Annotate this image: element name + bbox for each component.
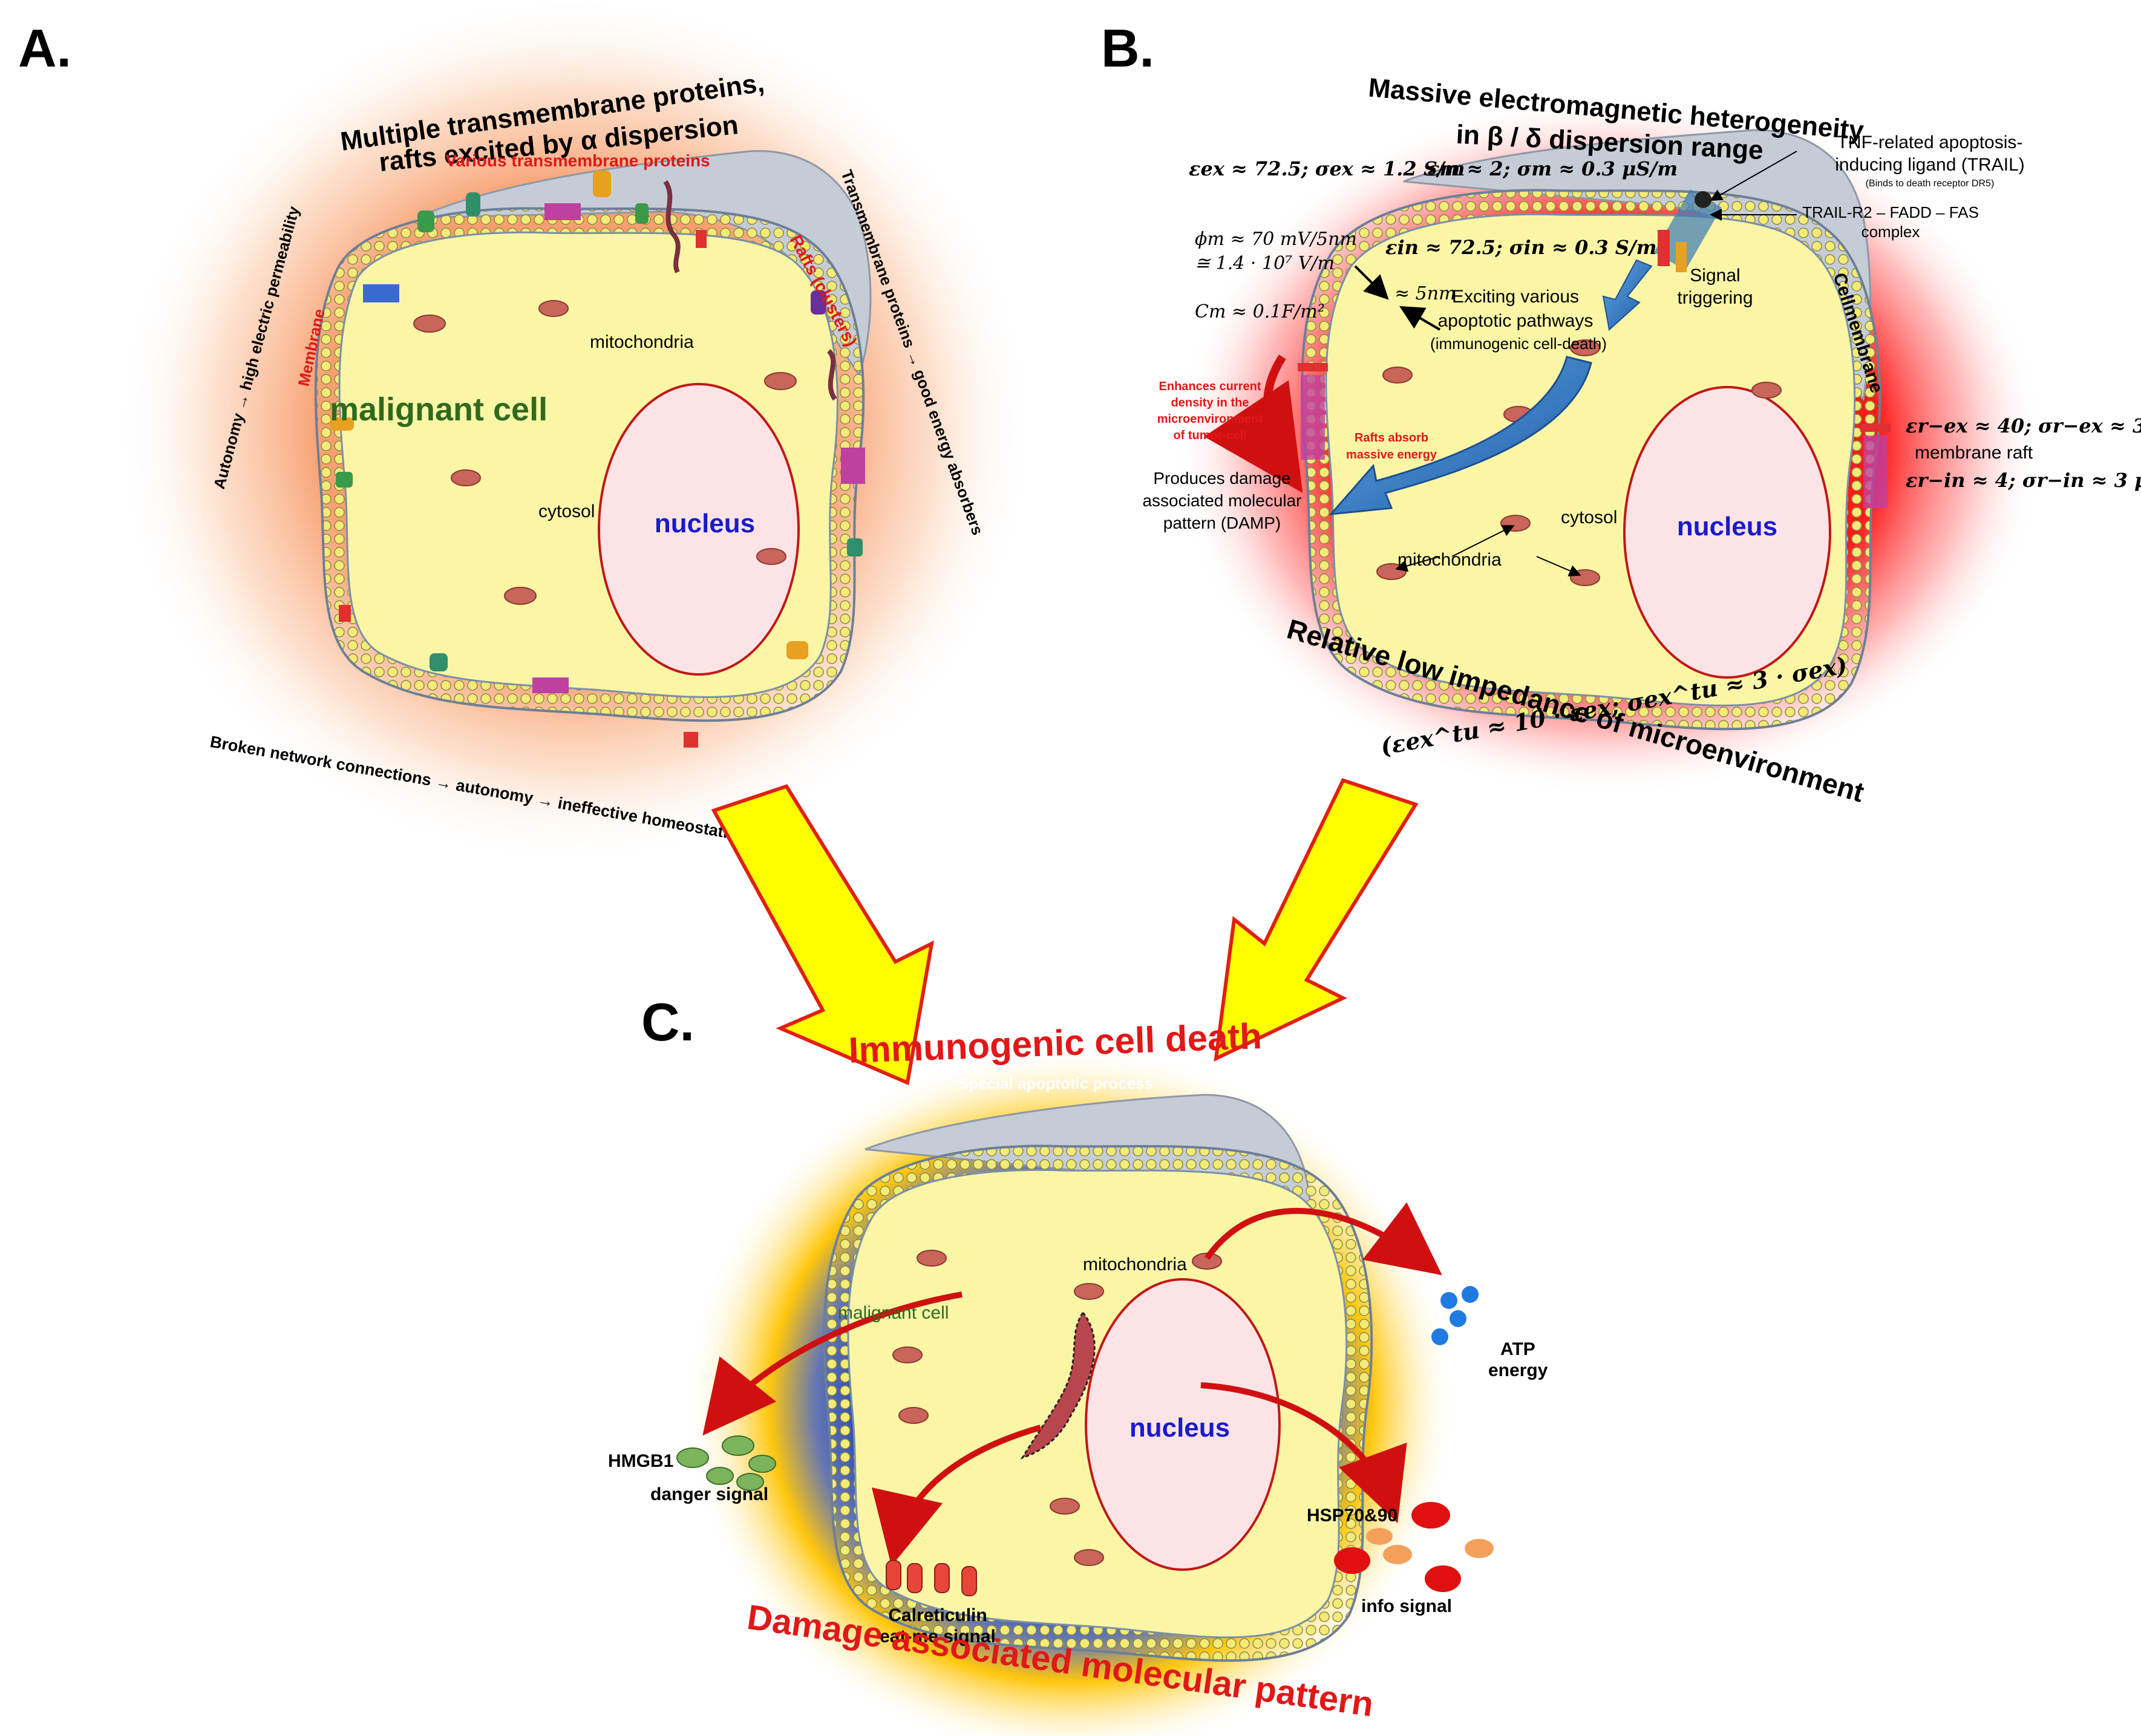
panel-b-mitochondria: mitochondria — [1397, 550, 1502, 570]
panel-c-letter: C. — [641, 992, 695, 1052]
panel-b-exciting-line1: Exciting various — [1452, 287, 1579, 307]
panel-b-trail-note: (Binds to death receptor DR5) — [1866, 178, 1995, 189]
arrow-b-to-c — [1214, 778, 1419, 1062]
panel-c-nucleus: nucleus — [1129, 1413, 1230, 1443]
panel-b-trail-pointer — [1710, 151, 1797, 201]
calreticulin-molecules — [886, 1560, 977, 1596]
panel-a-membrane-proteins — [330, 171, 865, 748]
panel-b-exciting-line3: (immunogenic cell-death) — [1430, 334, 1607, 353]
panel-b-complex-line1: TRAIL-R2 – FADD – FAS — [1802, 203, 1979, 221]
panel-b-eps-rin: εr−in ≈ 4; σr−in ≈ 3 μS/m — [1906, 469, 2141, 492]
panel-b-damp-arrow — [1329, 356, 1592, 515]
panel-c-calreticulin-line2: eat-me signal — [880, 1627, 996, 1646]
panel-a-cytosol: cytosol — [538, 501, 595, 521]
panel-b-signal-arrow — [1602, 259, 1653, 331]
panel-c-subtitle: Special apoptotic process — [958, 1074, 1153, 1092]
panel-b-enhances-line1: Enhances current — [1159, 380, 1261, 393]
panel-b-trail-line1: TNF-related apoptosis- — [1837, 132, 2023, 152]
panel-a-nucleus — [598, 383, 800, 676]
panel-b-phi-m: ϕm ≈ 70 mV/5nm — [1195, 229, 1357, 250]
panel-b-trail-line2: inducing ligand (TRAIL) — [1835, 155, 2025, 175]
panel-c-atp-line1: ATP — [1500, 1339, 1535, 1359]
panel-b-membrane-proteins — [1298, 189, 1891, 508]
panel-b-letter: B. — [1101, 18, 1154, 78]
hsp-molecules — [1334, 1502, 1494, 1592]
panel-a-malignant-cell: malignant cell — [330, 391, 548, 428]
panel-b-enhances-line4: of tumor-cell — [1173, 429, 1246, 442]
panel-b-mito-pointer1 — [1451, 525, 1515, 557]
panel-c-er-fragment — [1020, 1311, 1096, 1460]
panel-b-complex-line2: complex — [1862, 223, 1920, 241]
panel-c-mitochondria-shapes — [892, 1250, 1222, 1566]
panel-b-phi-m2: ≅ 1.4 · 10⁷ V/m — [1195, 253, 1335, 274]
panel-b-eps-rex: εr−ex ≈ 40; σr−ex ≈ 300 μS/m — [1906, 414, 2141, 437]
panel-b: B. — [1101, 18, 2141, 808]
hmgb1-molecules — [676, 1435, 776, 1491]
panel-c-hmgb-line1: HMGB1 — [608, 1451, 673, 1471]
atp-molecules — [1431, 1286, 1479, 1345]
panel-b-produces-line2: associated molecular — [1142, 491, 1301, 510]
panel-b-thickness: ≈ 5nm — [1394, 283, 1456, 304]
panel-c-release-arrows — [702, 1202, 1442, 1567]
panel-a-mitochondria-shapes — [413, 300, 797, 605]
panel-b-eps-in: εin ≈ 72.5; σin ≈ 0.3 S/m — [1385, 236, 1656, 259]
panel-b-current-arrow — [1204, 354, 1303, 493]
panel-c-hmgb-line2: danger signal — [650, 1484, 768, 1504]
panel-b-enhances-line2: density in the — [1171, 396, 1249, 410]
panel-a: A. — [18, 0, 1035, 865]
panel-a-mitochondria: mitochondria — [590, 332, 694, 352]
panel-b-nucleus: nucleus — [1677, 512, 1777, 541]
panel-c-atp-line2: energy — [1488, 1360, 1548, 1380]
panel-a-letter: A. — [18, 18, 71, 78]
panel-b-exciting-line2: apoptotic pathways — [1438, 311, 1593, 331]
panel-c: C. — [608, 992, 1548, 1736]
panel-b-mito-pointer3 — [1536, 556, 1581, 576]
panel-b-cytosol: cytosol — [1561, 507, 1617, 527]
panel-b-eps-m: εm ≈ 2; σm ≈ 0.3 μS/m — [1428, 157, 1678, 180]
panel-c-nucleus — [1085, 1278, 1281, 1571]
arrow-a-to-c — [711, 784, 934, 1086]
panel-b-signal-line1: Signal — [1690, 266, 1740, 286]
panel-b-membrane-raft: membrane raft — [1915, 443, 2033, 463]
panel-b-thickness-arrow1 — [1354, 265, 1389, 300]
panel-b-mito-pointer2 — [1395, 556, 1440, 572]
panel-b-rafts-absorb-line1: Rafts absorb — [1355, 431, 1428, 445]
panel-b-produces-line1: Produces damage — [1153, 469, 1290, 488]
panel-a-various-tm-proteins: Various transmembrane proteins — [445, 151, 710, 170]
panel-c-malignant-cell: malignant cell — [838, 1303, 949, 1323]
panel-a-nucleus: nucleus — [655, 509, 755, 538]
panel-c-hsp: HSP70&90 — [1307, 1506, 1397, 1526]
panel-b-rafts-absorb-line2: massive energy — [1346, 448, 1437, 462]
panel-c-calreticulin-line1: Calreticulin — [888, 1605, 987, 1625]
panel-b-cm: Cm ≈ 0.1F/m² — [1195, 301, 1325, 322]
panel-b-eps-ex: εex ≈ 72.5; σex ≈ 1.2 S/m — [1189, 157, 1465, 180]
panel-b-thickness-arrow2 — [1399, 305, 1441, 331]
panel-b-signal-line2: triggering — [1677, 288, 1753, 308]
panel-c-info-signal: info signal — [1361, 1596, 1452, 1616]
panel-b-nucleus — [1623, 386, 1831, 679]
panel-c-mitochondria: mitochondria — [1083, 1255, 1187, 1274]
panel-b-produces-line3: pattern (DAMP) — [1163, 514, 1281, 532]
panel-b-enhances-line3: microenvironment — [1157, 413, 1263, 426]
